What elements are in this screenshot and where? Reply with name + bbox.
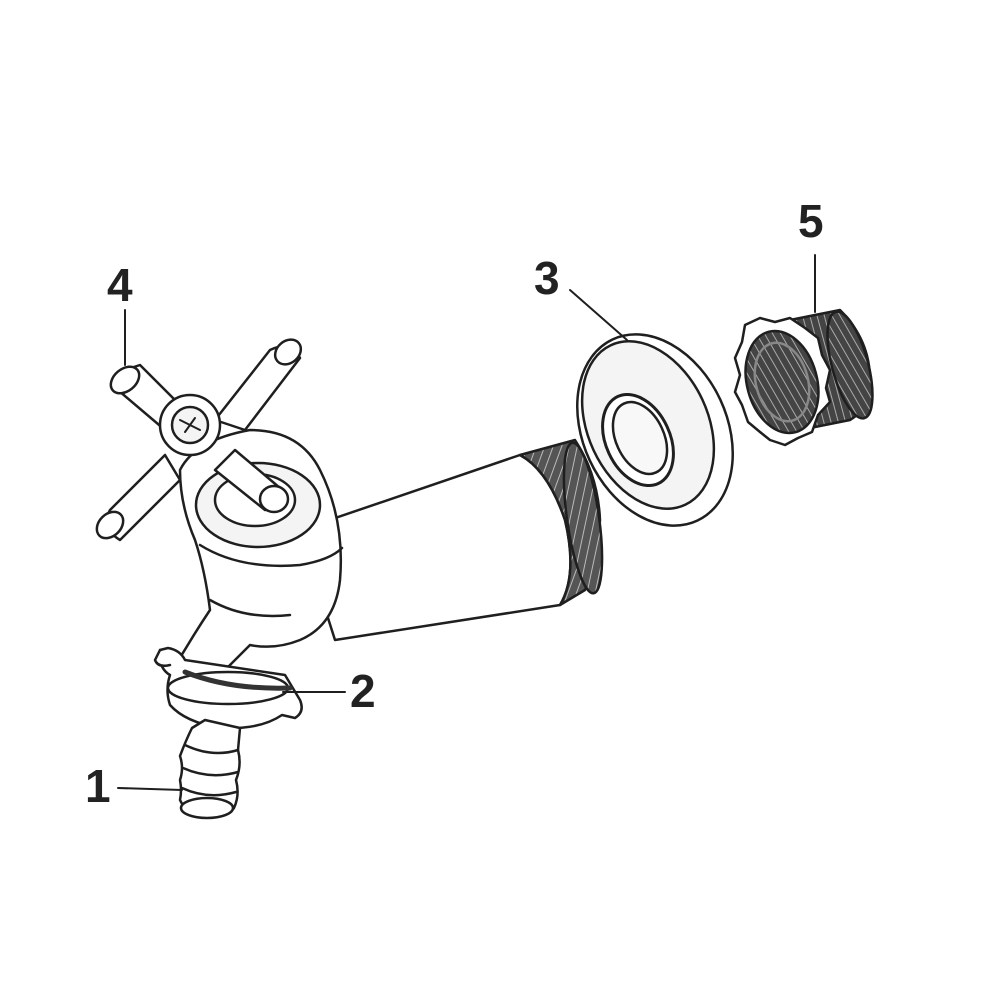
callout-2: 2 <box>350 665 376 717</box>
leader-lines <box>117 254 816 791</box>
leader-line-1 <box>117 787 183 791</box>
callout-5: 5 <box>798 195 824 247</box>
hose-coupling-nut <box>153 646 303 730</box>
callout-3: 3 <box>534 252 560 304</box>
wall-rosette <box>576 333 734 527</box>
threaded-reducer <box>733 308 874 447</box>
callout-4: 4 <box>107 259 133 311</box>
hose-connector <box>178 718 242 820</box>
cross-handle <box>95 338 303 542</box>
callout-1: 1 <box>85 760 111 812</box>
pipe-body <box>298 438 604 642</box>
leader-line-3 <box>569 289 628 341</box>
